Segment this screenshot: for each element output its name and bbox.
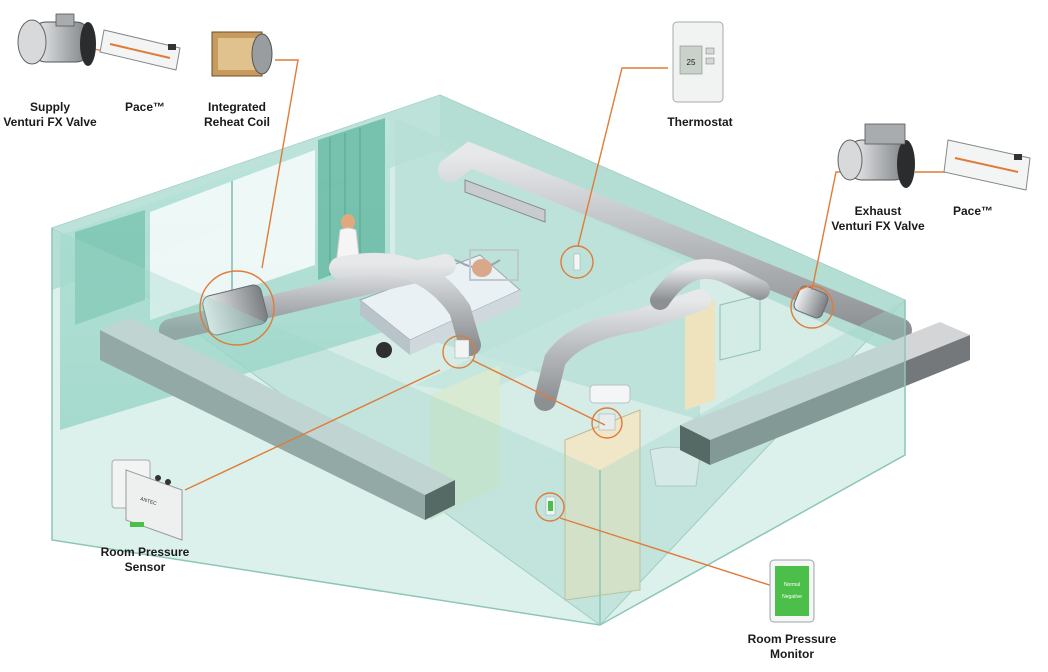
label-exhaust-valve-line2: Venturi FX Valve xyxy=(831,219,925,233)
callout-line-sensor xyxy=(184,369,441,491)
label-pace-right: Pace™ xyxy=(938,204,1008,219)
label-pressure-sensor: Room Pressure Sensor xyxy=(95,545,195,575)
label-exhaust-valve: Exhaust Venturi FX Valve xyxy=(828,204,928,234)
label-pace-right-line1: Pace™ xyxy=(952,204,994,218)
pace-controller-right-icon xyxy=(943,139,1031,191)
callout-line-reheat xyxy=(261,59,299,269)
label-pressure-monitor-line2: Monitor xyxy=(770,647,814,661)
reheat-coil-icon xyxy=(211,31,273,77)
label-supply-valve-line1: Supply xyxy=(29,100,70,114)
label-pace-left-line1: Pace™ xyxy=(124,100,166,114)
monitor-line1: Normal xyxy=(784,582,800,588)
room-pressure-monitor-icon: Normal Negative xyxy=(769,559,815,623)
label-reheat-coil: Integrated Reheat Coil xyxy=(192,100,282,130)
callout-circle-thermostat xyxy=(560,245,594,279)
monitor-line2: Negative xyxy=(782,594,802,600)
label-reheat-coil-line2: Reheat Coil xyxy=(203,115,270,129)
label-pressure-sensor-line1: Room Pressure xyxy=(100,545,190,559)
label-supply-valve-line2: Venturi FX Valve xyxy=(3,115,97,129)
callout-line-sensor-door xyxy=(471,359,606,426)
callout-lines xyxy=(89,47,950,591)
bathroom-fixtures xyxy=(589,384,701,487)
wall-pressure-sensor xyxy=(454,339,470,359)
label-reheat-coil-line1: Integrated xyxy=(207,100,266,114)
callout-circle-supply xyxy=(199,270,275,346)
callout-circle-monitor xyxy=(535,492,565,522)
wall-thermostat xyxy=(573,253,581,271)
label-pressure-monitor: Room Pressure Monitor xyxy=(742,632,842,662)
thermostat-display: 25 xyxy=(687,58,696,67)
label-thermostat-line1: Thermostat xyxy=(667,115,733,129)
ductwork xyxy=(159,141,912,411)
label-pace-left: Pace™ xyxy=(110,100,180,115)
wall-monitor xyxy=(545,496,556,516)
label-pressure-monitor-line1: Room Pressure xyxy=(747,632,837,646)
callout-line-monitor xyxy=(559,517,786,591)
callout-line-thermostat xyxy=(577,67,668,247)
curtains xyxy=(75,118,385,325)
callout-circle-sensor xyxy=(442,335,476,369)
callout-circle-exhaust xyxy=(790,285,834,329)
sensor-brand: ANTEC xyxy=(139,496,157,507)
window xyxy=(150,150,315,320)
thermostat-icon: 25 xyxy=(672,21,724,103)
label-pressure-sensor-line2: Sensor xyxy=(124,560,166,574)
partition-walls xyxy=(415,260,761,601)
front-duct-left xyxy=(100,318,455,520)
door-sensor xyxy=(598,413,616,431)
label-supply-valve: Supply Venturi FX Valve xyxy=(0,100,100,130)
pace-controller-left-icon xyxy=(99,29,181,71)
room-pressure-sensor-icon: ANTEC xyxy=(111,459,183,541)
callout-circle-door xyxy=(591,407,623,439)
exhaust-valve-icon xyxy=(837,123,915,188)
front-glass-walls xyxy=(51,228,906,626)
label-exhaust-valve-line1: Exhaust xyxy=(854,204,902,218)
label-thermostat: Thermostat xyxy=(655,115,745,130)
supply-valve-icon xyxy=(17,13,96,66)
